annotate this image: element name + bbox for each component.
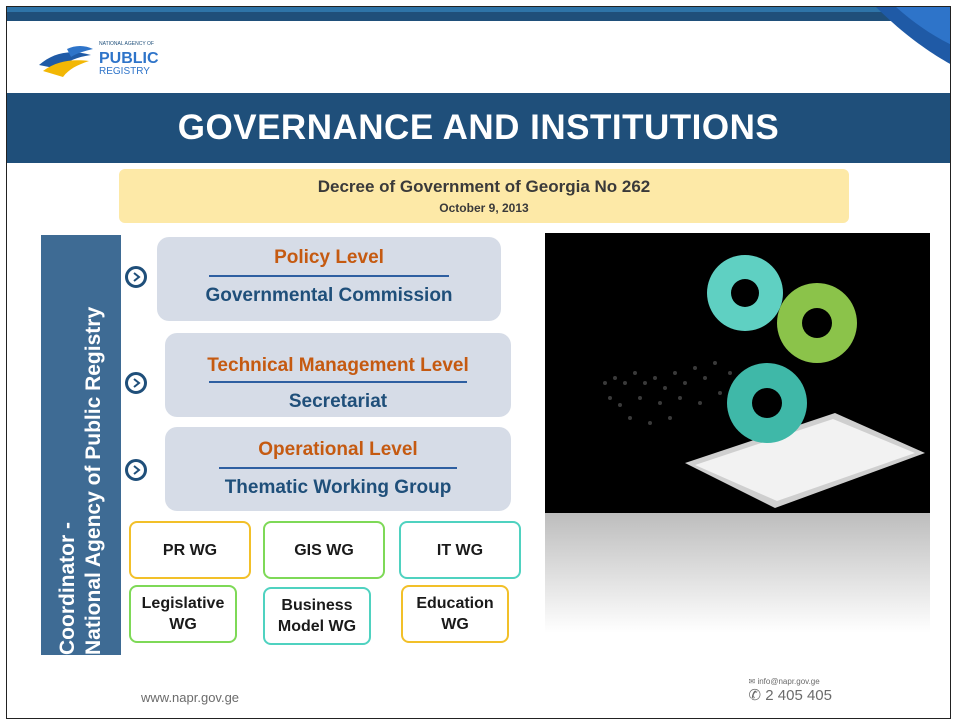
operational-level-box: Operational Level Thematic Working Group <box>165 427 511 511</box>
chevron-right-icon <box>125 459 147 481</box>
footer-contact: ✉ info@napr.gov.ge ✆ 2 405 405 <box>749 677 832 704</box>
coordinator-label: Coordinator - National Agency of Public … <box>56 306 105 655</box>
operational-level-sub: Thematic Working Group <box>224 477 452 498</box>
footer-email[interactable]: info@napr.gov.ge <box>757 677 820 686</box>
operational-level-label: Operational Level <box>258 439 418 460</box>
chevron-right-icon <box>125 372 147 394</box>
footer-phone: 2 405 405 <box>765 687 832 704</box>
corner-decoration <box>876 7 950 64</box>
mail-icon: ✉ <box>748 677 758 686</box>
policy-level-label: Policy Level <box>274 247 384 268</box>
image-reflection <box>545 513 930 633</box>
decree-date: October 9, 2013 <box>439 201 529 215</box>
footer-website[interactable]: www.napr.gov.ge <box>141 690 240 705</box>
chevron-right-icon <box>125 266 147 288</box>
gears-illustration <box>545 233 930 513</box>
wg-education: Education WG <box>401 585 509 643</box>
logo-registry-text: REGISTRY <box>99 66 150 77</box>
decree-banner: Decree of Government of Georgia No 262 O… <box>119 169 849 223</box>
wg-legislative: Legislative WG <box>129 585 237 643</box>
technical-level-sub: Secretariat <box>288 391 388 412</box>
technical-level-label: Technical Management Level <box>207 355 469 376</box>
policy-level-box: Policy Level Governmental Commission <box>157 237 501 321</box>
page-title: GOVERNANCE AND INSTITUTIONS <box>177 108 780 147</box>
wg-gis: GIS WG <box>263 521 385 579</box>
wg-business-model: Business Model WG <box>263 587 371 645</box>
technical-level-box: Technical Management Level Secretariat <box>165 333 511 417</box>
wg-pr: PR WG <box>129 521 251 579</box>
logo-small-text: NATIONAL AGENCY OF <box>99 41 154 47</box>
wg-it: IT WG <box>399 521 521 579</box>
public-registry-logo: NATIONAL AGENCY OF PUBLIC REGISTRY <box>39 41 159 77</box>
slide: NATIONAL AGENCY OF PUBLIC REGISTRY GOVER… <box>6 6 951 719</box>
logo-public-text: PUBLIC <box>99 50 159 67</box>
technical-level-divider <box>209 381 467 383</box>
operational-level-divider <box>219 467 457 469</box>
phone-icon: ✆ <box>748 687 766 704</box>
header-band <box>7 93 950 163</box>
coordinator-panel <box>41 235 121 655</box>
decree-title: Decree of Government of Georgia No 262 <box>317 177 651 196</box>
policy-level-divider <box>209 275 449 277</box>
top-bar-highlight <box>7 7 950 12</box>
policy-level-sub: Governmental Commission <box>205 285 453 306</box>
